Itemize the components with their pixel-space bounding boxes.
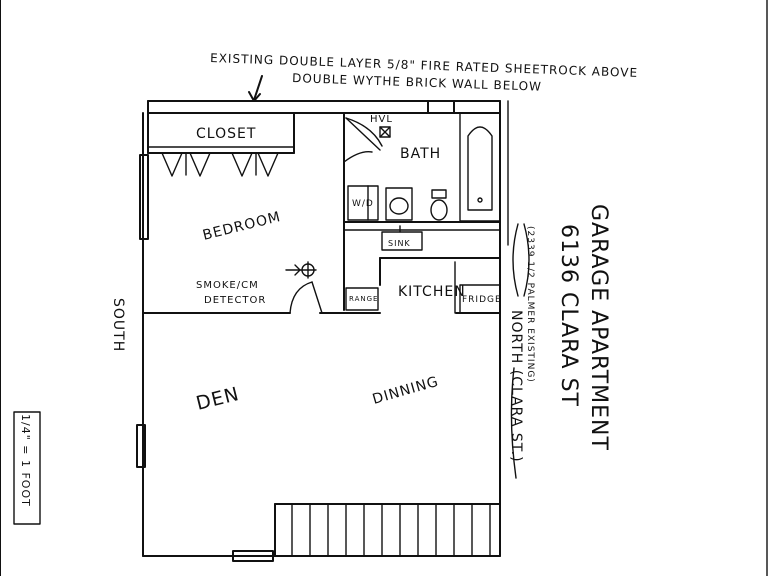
hvl-label: HVL <box>370 114 393 125</box>
window-bedroom <box>139 154 149 240</box>
window-den <box>136 424 146 468</box>
bathtub <box>459 112 501 222</box>
dining-label: DINNING <box>371 374 441 408</box>
toilet <box>430 189 448 221</box>
title-line-3: (2339 1/2 PALMER EXISTING) <box>525 226 535 383</box>
fridge-label: FRIDGE <box>462 295 502 305</box>
scale-label: 1/4" = 1 FOOT <box>19 414 32 507</box>
range-label: RANGE <box>349 295 378 303</box>
fridge <box>459 284 501 314</box>
range <box>345 287 379 311</box>
north-label: NORTH (CLARA ST.) <box>508 310 524 463</box>
scale-box <box>13 411 41 525</box>
staircase <box>274 503 501 557</box>
window-bottom <box>232 550 274 562</box>
bath-sink <box>385 187 413 221</box>
north-bracket <box>510 367 517 479</box>
sink-label: SINK <box>388 239 411 248</box>
note-arrow <box>253 75 263 101</box>
closet-doors <box>161 152 279 177</box>
window-top <box>427 100 455 114</box>
smoke-label-2: DETECTOR <box>204 295 266 306</box>
hvl-unit <box>379 126 391 138</box>
closet-walls <box>147 112 295 154</box>
den-label: DEN <box>194 383 242 415</box>
address-bracket-left <box>512 223 519 297</box>
smoke-label-1: SMOKE/CM <box>196 280 259 291</box>
title-line-2: 6136 CLARA ST <box>556 224 581 407</box>
bedroom-door-swing <box>289 281 313 314</box>
title-line-1: GARAGE APARTMENT <box>586 204 611 451</box>
bath-label: BATH <box>400 146 441 162</box>
smoke-detector-icon <box>285 261 317 279</box>
south-label: SOUTH <box>110 298 126 352</box>
bath-door-swing <box>345 117 383 147</box>
kitchen-sink <box>381 225 423 251</box>
wd-label: W/D <box>352 199 374 209</box>
kitchen-label: KITCHEN <box>398 284 466 300</box>
washer-dryer <box>347 185 379 221</box>
bedroom-label: BEDROOM <box>201 209 283 244</box>
closet-label: CLOSET <box>196 126 256 142</box>
